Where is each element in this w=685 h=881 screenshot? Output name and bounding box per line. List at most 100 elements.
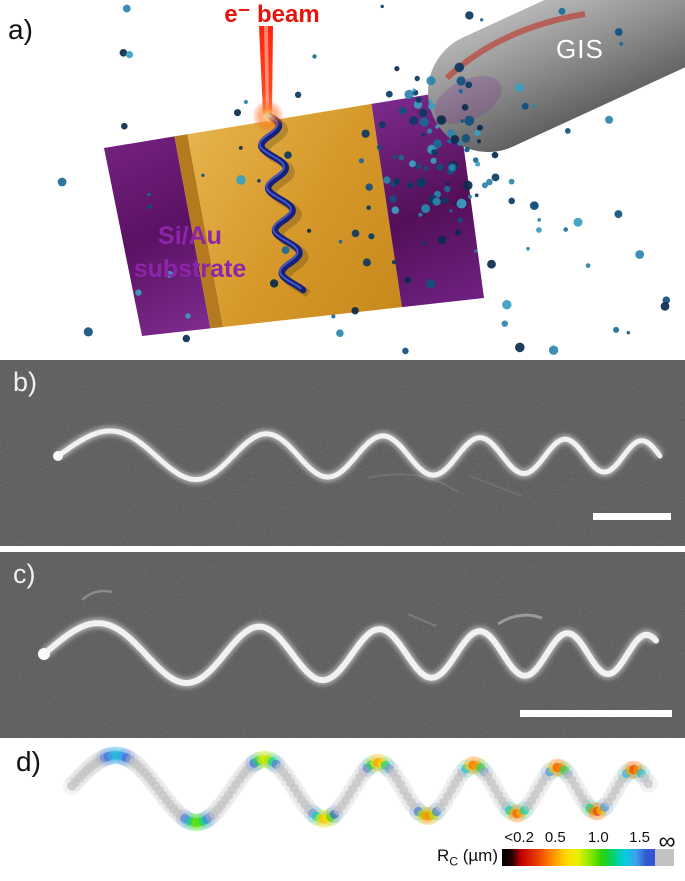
sem-image-c xyxy=(0,552,685,738)
precursor-dot xyxy=(476,124,483,131)
substrate-band xyxy=(174,134,224,329)
nanowire-highlight xyxy=(258,113,302,290)
precursor-dot xyxy=(474,249,478,253)
precursor-dot xyxy=(436,115,447,125)
precursor-dot xyxy=(422,241,427,246)
precursor-dot xyxy=(135,289,142,296)
precursor-dot xyxy=(514,83,524,92)
precursor-dot xyxy=(418,212,423,217)
precursor-dot xyxy=(414,75,420,82)
precursor-dot xyxy=(431,149,438,156)
precursor-dot xyxy=(416,177,427,188)
precursor-dot xyxy=(564,127,571,134)
precursor-dot xyxy=(358,158,364,164)
precursor-dot xyxy=(418,108,428,118)
precursor-dot xyxy=(383,176,391,184)
precursor-dot xyxy=(430,157,437,164)
precursor-dot xyxy=(366,205,372,210)
legend-infinity: ∞ xyxy=(658,828,676,855)
gis-nozzle-body xyxy=(428,0,685,152)
substrate-label-line2: substrate xyxy=(133,254,247,283)
precursor-dot xyxy=(257,179,261,183)
precursor-dot xyxy=(465,11,474,20)
precursor-dot xyxy=(474,130,481,137)
precursor-dot xyxy=(526,246,530,251)
substrate-band xyxy=(371,90,484,308)
precursor-dot xyxy=(312,54,317,59)
nanowire-sem-c xyxy=(41,620,659,687)
precursor-dot xyxy=(166,270,174,278)
precursor-dot xyxy=(573,217,583,227)
panel-d-label: d) xyxy=(16,746,41,777)
nozzle-tip-tint xyxy=(434,76,502,124)
panel-b-label: b) xyxy=(13,367,38,397)
precursor-dot xyxy=(481,182,488,189)
precursor-dot xyxy=(558,7,566,15)
precursor-dot xyxy=(380,4,384,9)
precursor-dot xyxy=(501,320,508,327)
nanowire-start-blob-b xyxy=(53,451,63,461)
precursor-dot xyxy=(521,102,529,110)
precursor-dot xyxy=(426,76,436,86)
precursor-dot xyxy=(454,229,462,236)
precursor-dot xyxy=(398,106,407,115)
precursor-dot xyxy=(409,160,416,168)
precursor-dot xyxy=(437,235,447,245)
precursor-dot xyxy=(441,197,449,204)
precursor-molecules xyxy=(57,4,671,355)
precursor-dot xyxy=(243,99,248,105)
precursor-dot xyxy=(284,151,292,159)
precursor-dot xyxy=(415,96,422,103)
precursor-dot xyxy=(446,181,450,186)
substrate-band xyxy=(187,103,402,328)
precursor-dot xyxy=(428,99,433,104)
precursor-dot xyxy=(423,166,428,171)
precursor-dot xyxy=(619,41,624,46)
precursor-dot xyxy=(458,89,464,94)
precursor-dot xyxy=(57,177,67,187)
precursor-dot xyxy=(444,185,451,193)
precursor-dot xyxy=(605,115,614,124)
sem-scratch xyxy=(81,589,113,601)
precursor-dot xyxy=(660,301,670,311)
substrate-band xyxy=(104,136,211,336)
precursor-dot xyxy=(393,154,398,159)
nanowire-sem-b xyxy=(55,428,663,482)
legend-tick: 1.0 xyxy=(587,829,609,846)
precursor-dot xyxy=(474,193,479,198)
precursor-dot xyxy=(201,173,205,177)
precursor-dot xyxy=(433,139,442,149)
panel-a-label: a) xyxy=(8,14,33,45)
precursor-dot xyxy=(389,195,397,203)
precursor-dot xyxy=(125,51,134,59)
precursor-dot xyxy=(376,144,382,150)
precursor-dot xyxy=(449,165,455,171)
wire-curvature-cores xyxy=(67,750,654,828)
sem-scratch xyxy=(407,613,437,627)
curvature-colored-wire xyxy=(62,746,658,832)
panel-c-label: c) xyxy=(13,559,36,589)
ebeam-label: e⁻ beam xyxy=(224,1,320,28)
precursor-dot xyxy=(461,104,469,111)
precursor-dot xyxy=(464,115,475,126)
precursor-dot xyxy=(119,49,128,57)
precursor-dot xyxy=(425,279,436,289)
precursor-dot xyxy=(536,227,542,233)
precursor-dot xyxy=(409,116,418,125)
precursor-dot xyxy=(465,81,473,89)
precursor-dot xyxy=(365,183,373,191)
precursor-dot xyxy=(508,197,515,205)
precursor-dot xyxy=(491,151,499,159)
precursor-dot xyxy=(436,163,444,171)
precursor-dot xyxy=(393,178,401,186)
precursor-dot xyxy=(398,154,404,161)
sem-image-b xyxy=(0,360,685,546)
precursor-dot xyxy=(563,227,568,232)
sem-scratch xyxy=(469,475,523,497)
legend-tick: 1.5 xyxy=(629,829,651,846)
precursor-dot xyxy=(457,140,463,146)
precursor-dot xyxy=(269,279,279,288)
precursor-dot xyxy=(238,146,243,150)
precursor-dot xyxy=(626,331,630,335)
